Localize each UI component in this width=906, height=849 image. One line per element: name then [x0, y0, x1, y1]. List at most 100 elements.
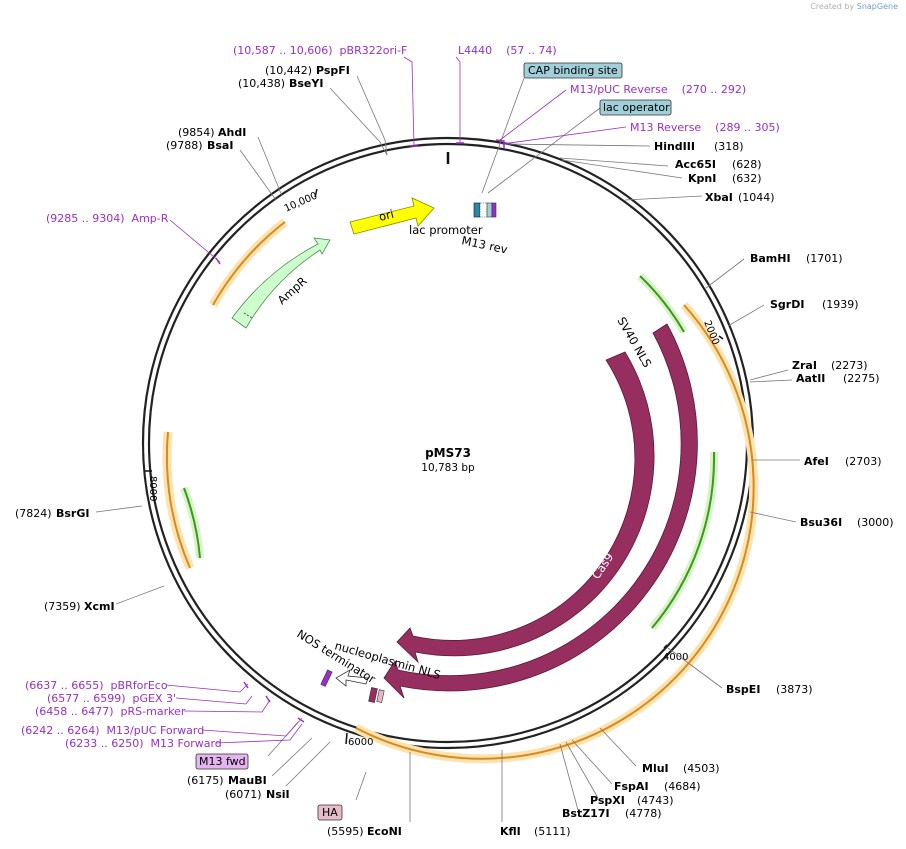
enzyme-bspei: BspEI	[726, 683, 760, 696]
enzyme-pspfi: PspFI	[316, 64, 350, 77]
cap-binding-label: CAP binding site	[528, 64, 618, 77]
orange-arcs	[162, 218, 759, 764]
primer-marks	[215, 139, 505, 723]
primer-m13-reverse: M13 Reverse (289 .. 305)	[630, 121, 780, 134]
enzyme-kpni: KpnI	[688, 172, 716, 185]
enzyme-xbai: XbaI	[705, 191, 733, 204]
enzyme-bsu36i: Bsu36I	[800, 516, 842, 529]
tick-2000-mark	[718, 335, 724, 340]
enzyme-bsrgi: BsrGI	[56, 507, 89, 520]
primer-pbr322ori-f: (10,587 .. 10,606) pBR322ori-F	[233, 44, 407, 57]
green-arc-1	[639, 275, 685, 333]
primer-m13-forward: (6233 .. 6250) M13 Forward	[65, 737, 222, 750]
leader-cap	[481, 77, 525, 194]
ori-label: ori	[377, 207, 395, 224]
enzyme-nsii: NsiI	[266, 788, 290, 801]
leader-bsai	[239, 149, 277, 201]
leader-pspfi	[356, 75, 388, 156]
tick-6000: 6000	[348, 737, 373, 748]
m13-fwd-label: M13 fwd	[199, 755, 246, 768]
ori-arrow	[349, 197, 435, 235]
primer-m13-puc-forward: (6242 .. 6264) M13/pUC Forward	[21, 724, 204, 737]
leader-acc65i	[559, 157, 669, 167]
leader-aatii	[749, 379, 793, 383]
enzyme-ahdi: AhdI	[218, 126, 246, 139]
enzyme-pspfi-pos: (10,442)	[265, 64, 312, 77]
ha-mark	[376, 689, 385, 703]
lac-operator-label: lac operator	[603, 101, 670, 114]
m13-fwd-box	[195, 753, 249, 770]
ha-label: HA	[322, 806, 338, 819]
orange-arc-main	[355, 304, 755, 760]
primer-mark-ampr	[215, 257, 221, 265]
lac-promoter-mark	[479, 202, 488, 218]
enzyme-maubi-pos: (6175)	[187, 774, 224, 787]
primer-mark-pbrforeco	[243, 681, 249, 689]
tick-4000: 4000	[663, 652, 688, 663]
leader-bsu36i	[749, 511, 797, 523]
primer-l4440: L4440 (57 .. 74)	[458, 44, 557, 57]
enzyme-pspxi-pos: (4743)	[637, 794, 674, 807]
leader-m13-reverse	[501, 126, 627, 145]
leader-bspei	[667, 647, 723, 689]
nos-terminator-arrow	[335, 669, 369, 687]
enzyme-bsrgi-pos: (7824)	[15, 507, 52, 520]
enzyme-bsai-pos: (9788)	[166, 139, 203, 152]
tick-10000-mark	[314, 188, 318, 198]
lac-promoter-label: lac promoter	[409, 223, 483, 237]
enzyme-fspai-pos: (4684)	[664, 780, 701, 793]
tick-4000-mark	[663, 644, 668, 649]
credit-brand: SnapGene	[856, 2, 898, 11]
ha-box	[317, 804, 343, 821]
orange-arc-top	[212, 221, 286, 306]
enzyme-nsii-pos: (6071)	[225, 788, 262, 801]
primer-mark-prs	[265, 695, 271, 703]
enzyme-bsu36i-pos: (3000)	[857, 516, 894, 529]
cas9-inner-arrow	[396, 351, 655, 664]
cap-binding-mark	[473, 202, 481, 218]
m13-rev-label: M13 rev	[460, 233, 509, 256]
plasmid-size: 10,783 bp	[421, 462, 475, 474]
green-arc-3	[183, 487, 201, 559]
enzyme-bspei-pos: (3873)	[776, 683, 813, 696]
enzyme-sgrdi: SgrDI	[770, 298, 804, 311]
leader-l4440	[455, 56, 461, 144]
primer-leaders	[165, 56, 627, 744]
tick-6000-mark	[345, 732, 348, 745]
m13-rev-mark	[491, 202, 497, 218]
enzyme-afei: AfeI	[804, 455, 829, 468]
primer-m13-puc-reverse: M13/pUC Reverse (270 .. 292)	[570, 83, 746, 96]
leader-maubi	[271, 737, 313, 777]
leader-mlui	[599, 727, 637, 767]
green-arc-2	[651, 451, 716, 629]
leader-m13puc-fwd	[201, 721, 299, 737]
leader-lacop	[487, 107, 601, 194]
plasmid-name: pMS73	[425, 446, 471, 460]
leader-m13puc-rev	[499, 89, 567, 141]
enzyme-sgrdi-pos: (1939)	[822, 298, 859, 311]
enzyme-xcmi: XcmI	[84, 600, 115, 613]
m13-fwd-mark	[320, 669, 333, 687]
enzyme-aatii: AatII	[796, 372, 825, 385]
enzyme-bstz17i-pos: (4778)	[625, 807, 662, 820]
enzyme-bseyi-pos: (10,438)	[238, 77, 285, 90]
orange-arc-left	[165, 431, 191, 569]
primer-pgex3: (6577 .. 6599) pGEX 3'	[47, 692, 176, 705]
leader-kpni	[561, 159, 683, 179]
lac-operator-mark	[486, 202, 493, 218]
leader-xbai	[624, 195, 703, 201]
tick-8000: 8000	[147, 476, 158, 501]
primer-prs-marker: (6458 .. 6477) pRS-marker	[35, 705, 186, 718]
leader-zrai	[749, 369, 789, 381]
primer-mark-m13fwd	[297, 717, 305, 723]
enzyme-kpni-pos: (632)	[732, 172, 762, 185]
enzyme-bamhi: BamHI	[750, 252, 791, 265]
enzyme-pspxi: PspXI	[590, 794, 625, 807]
enzyme-econi-pos: (5595)	[327, 825, 364, 838]
enzyme-acc65i: Acc65I	[675, 158, 716, 171]
primer-amp-r: (9285 .. 9304) Amp-R	[46, 212, 169, 225]
leader-xcmi	[115, 585, 165, 605]
enzyme-kfli: KflI	[500, 825, 521, 838]
leader-bsrgi	[95, 505, 143, 513]
